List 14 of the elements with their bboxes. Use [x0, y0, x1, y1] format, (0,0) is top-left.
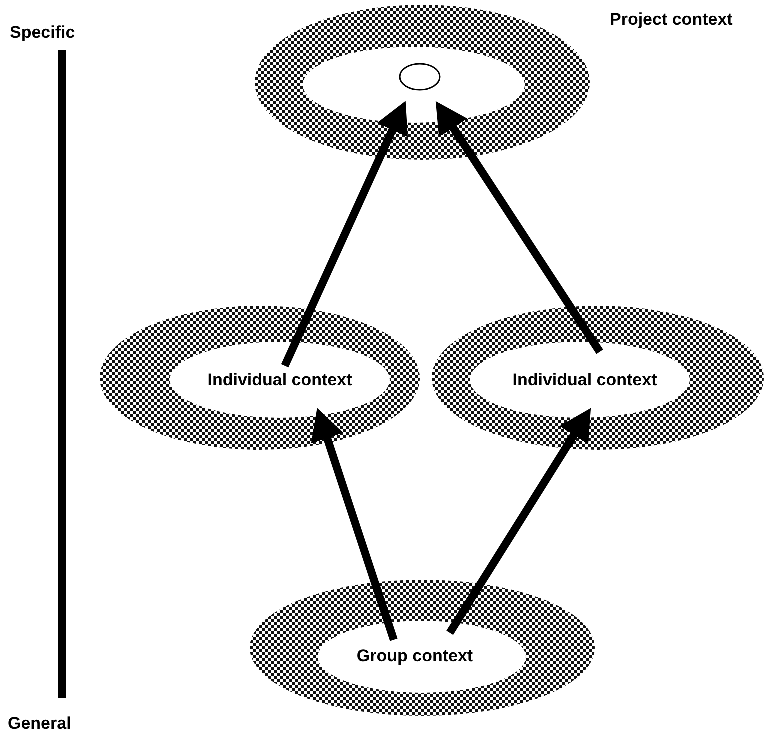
- dotted-ring: [250, 580, 595, 716]
- node-label: Group context: [356, 648, 474, 666]
- arrow: [311, 408, 398, 642]
- node-label: Individual context: [208, 372, 352, 390]
- scale-label: General: [8, 715, 72, 734]
- ring-heading: Project context: [610, 11, 733, 30]
- arrow: [281, 101, 408, 368]
- dotted-ring: [432, 306, 764, 450]
- arrow: [436, 101, 604, 354]
- node-label: Individual context: [512, 372, 658, 390]
- arrow: [446, 408, 592, 636]
- small-ellipse: [399, 63, 441, 91]
- scale-label: Specific: [10, 24, 76, 43]
- dotted-ring: [100, 306, 420, 450]
